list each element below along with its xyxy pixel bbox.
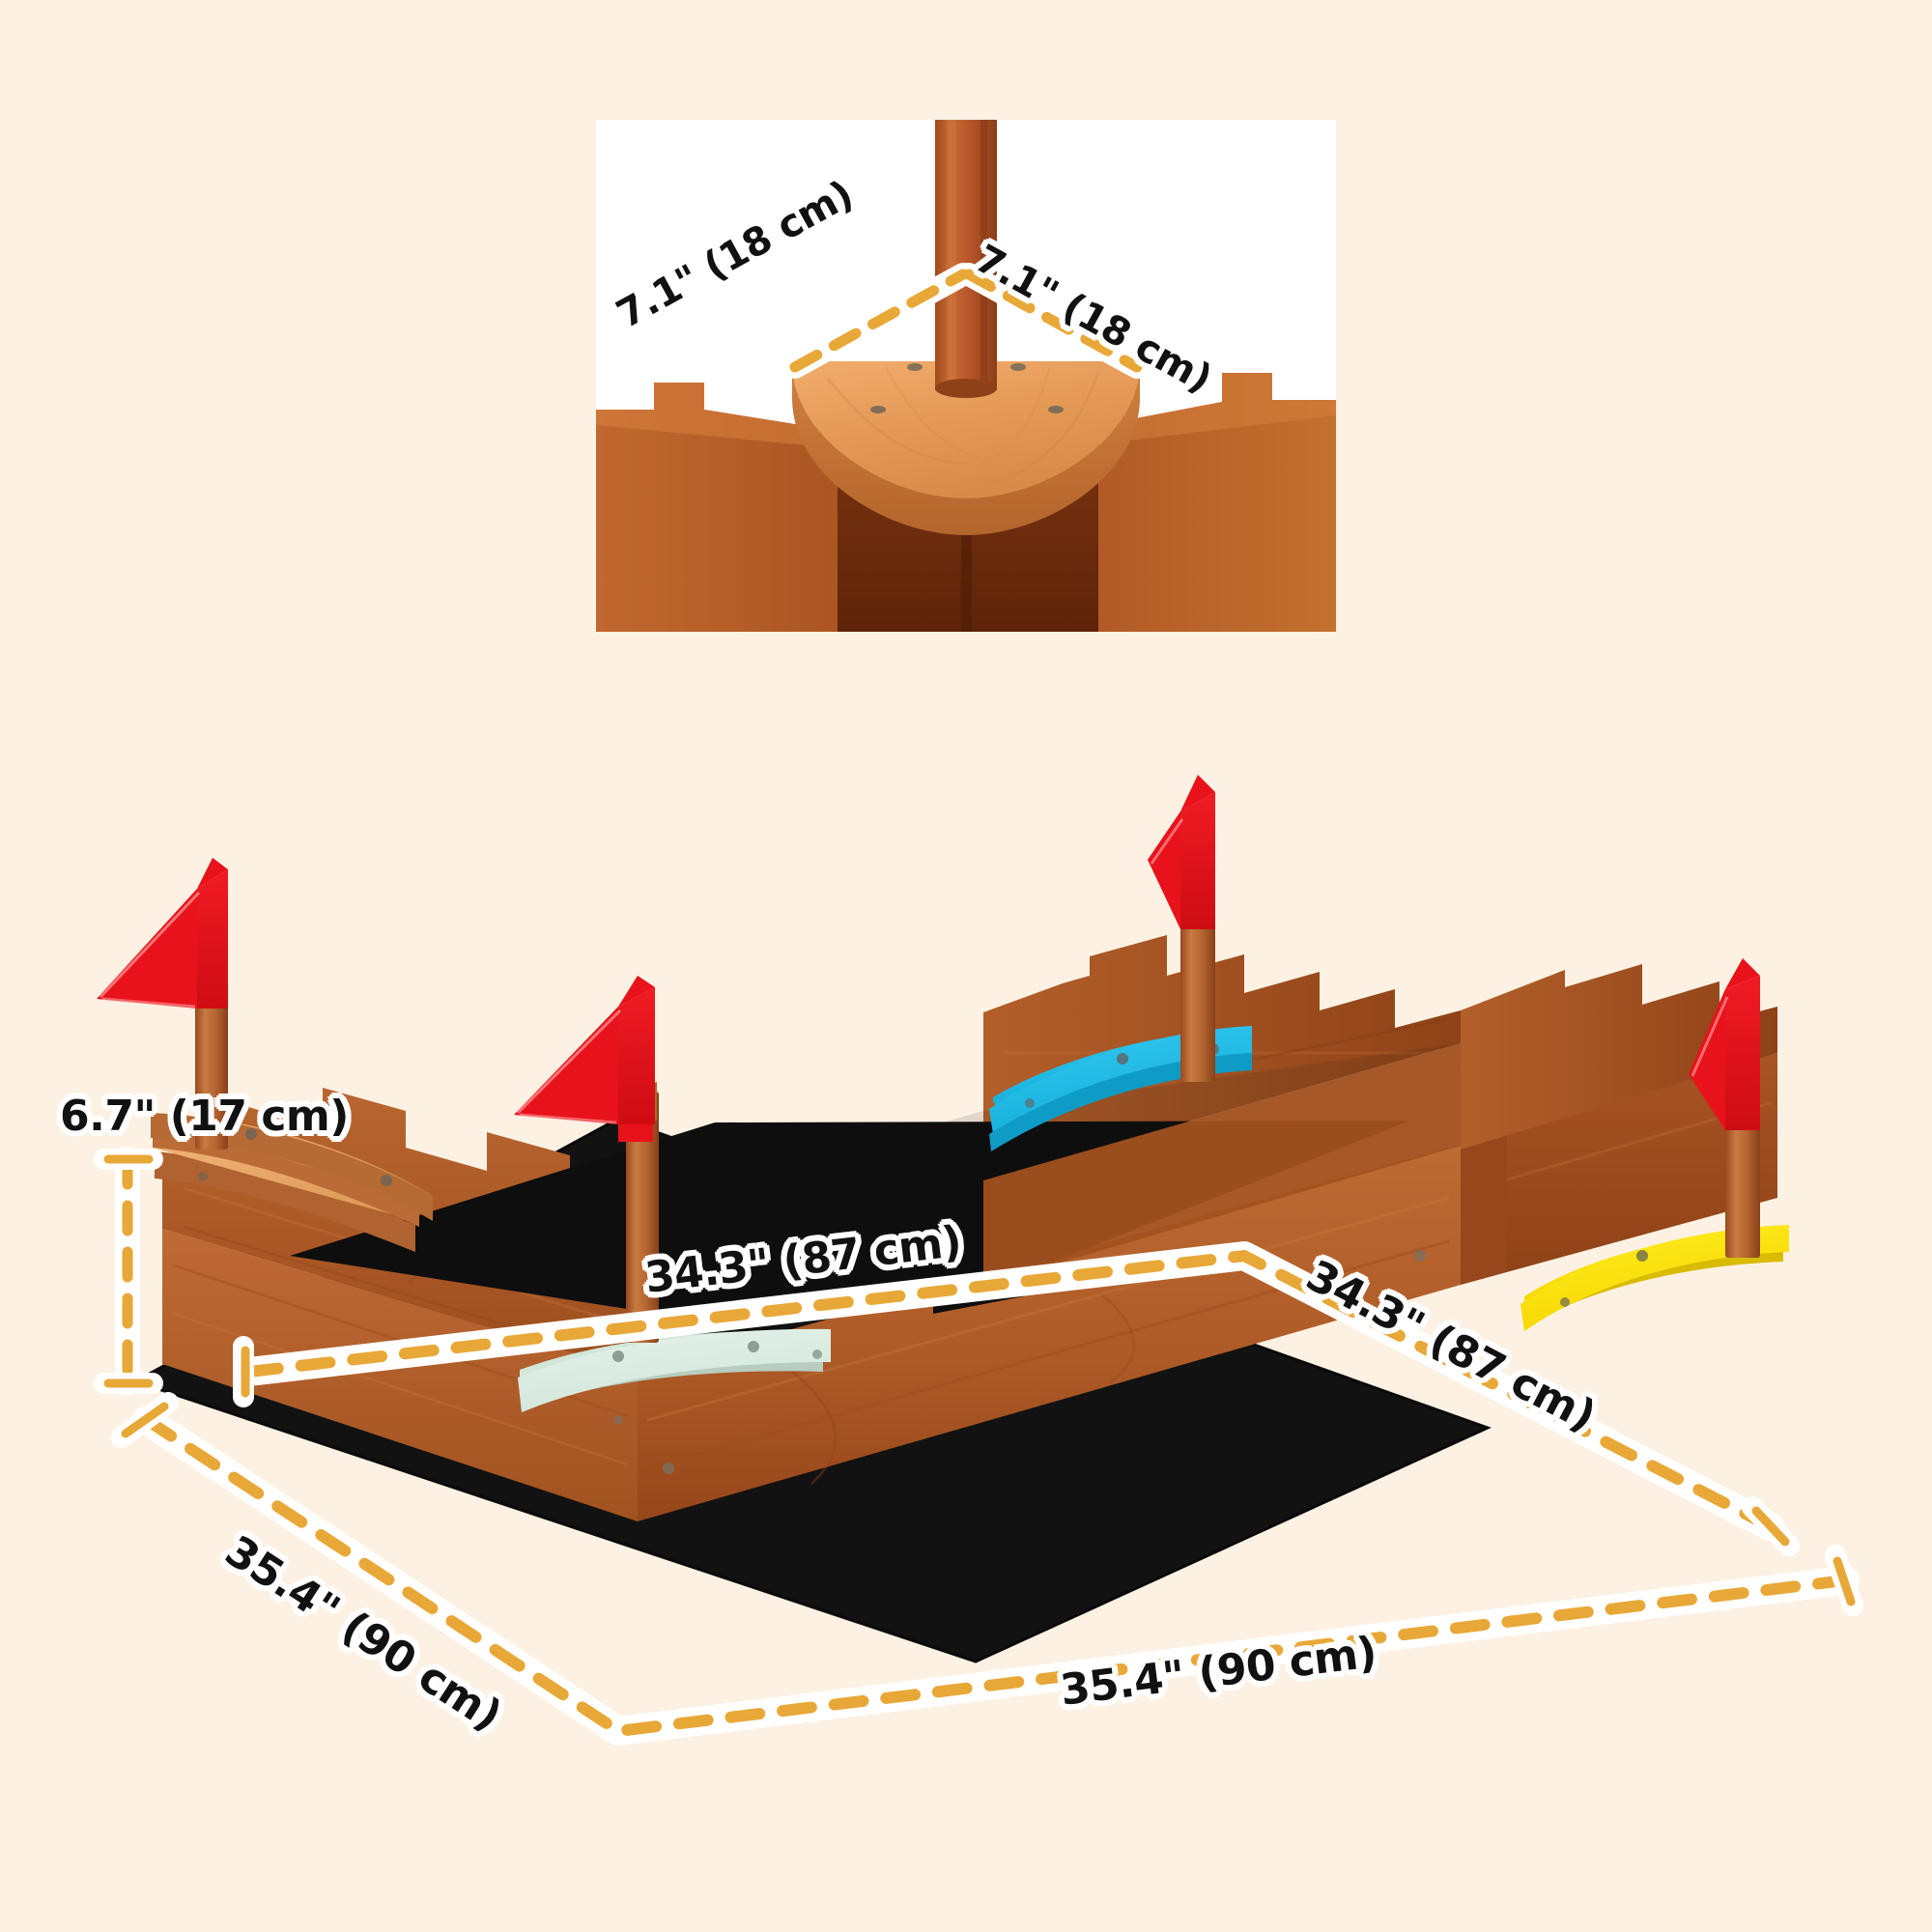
inset-dimension-lines bbox=[783, 263, 1149, 379]
flag-back-right bbox=[1148, 775, 1215, 1082]
mint-corner-seat bbox=[518, 1328, 831, 1412]
inset-illustration bbox=[596, 120, 1336, 632]
flag-front-right bbox=[1689, 958, 1760, 1258]
flag-back-left bbox=[97, 858, 228, 1150]
flag-mid-left bbox=[514, 976, 659, 1343]
corner-seat-detail-panel: 7.1" (18 cm) 7.1" (18 cm) bbox=[596, 120, 1336, 632]
box-front-outer-wall bbox=[638, 1145, 1461, 1521]
box-right-outer-wall bbox=[1461, 1053, 1777, 1285]
box-left-outer-wall bbox=[162, 1229, 638, 1521]
